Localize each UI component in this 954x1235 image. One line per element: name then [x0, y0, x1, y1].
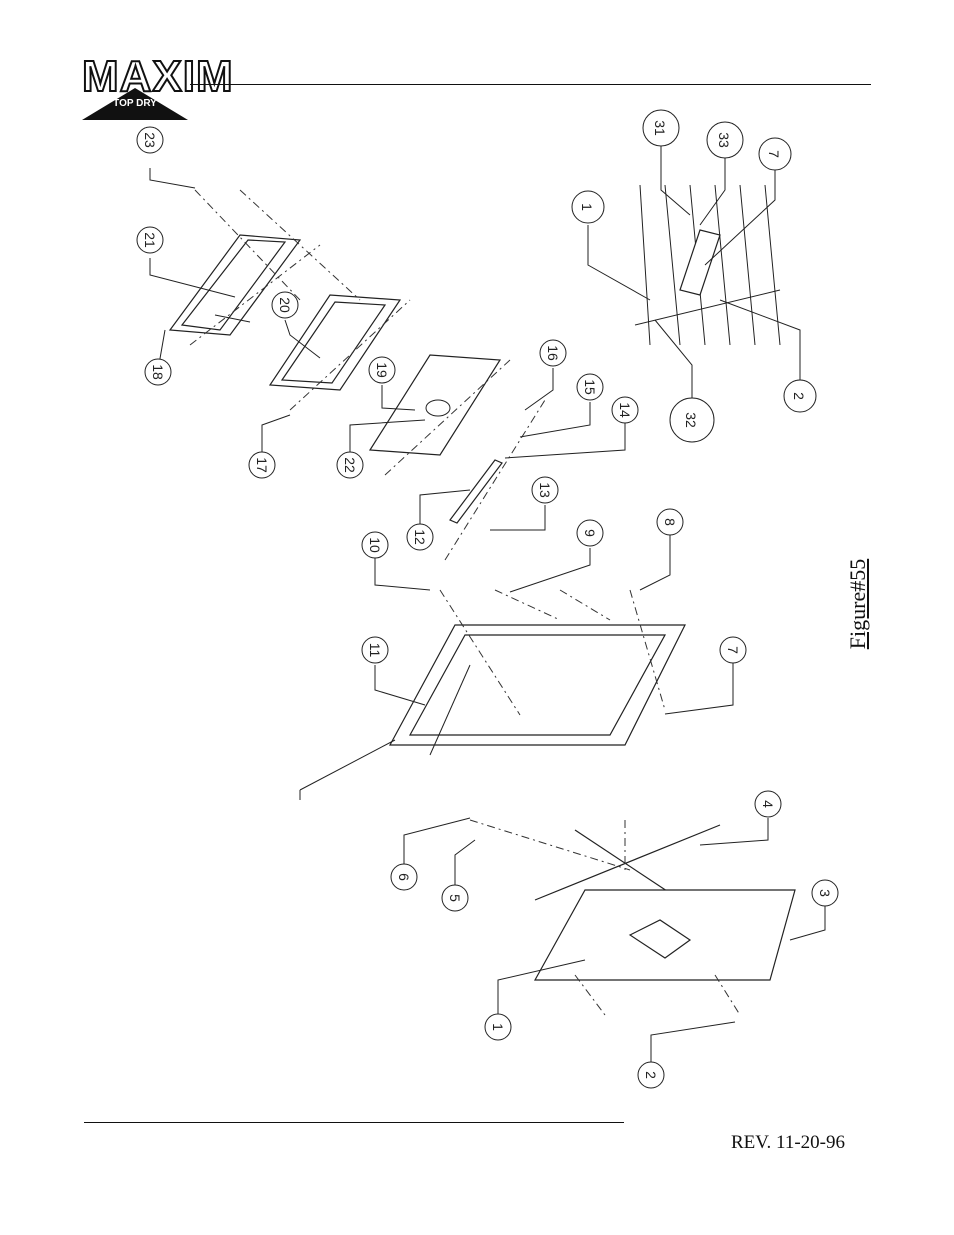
callout-6: 6 — [390, 863, 418, 891]
svg-text:17: 17 — [254, 457, 270, 473]
svg-text:20: 20 — [277, 297, 293, 313]
brackets-8-9-10 — [439, 589, 666, 716]
revision-date: REV. 11-20-96 — [731, 1132, 845, 1153]
svg-text:21: 21 — [142, 232, 158, 248]
svg-text:11: 11 — [367, 643, 383, 658]
svg-text:2: 2 — [791, 392, 807, 400]
callout-16: 16 — [539, 339, 567, 367]
callout-14: 14 — [611, 396, 639, 424]
svg-text:22: 22 — [342, 457, 358, 473]
callout-31: 31 — [642, 109, 680, 147]
svg-text:12: 12 — [412, 529, 428, 545]
svg-text:2: 2 — [643, 1071, 659, 1079]
callout-9: 9 — [576, 519, 604, 547]
svg-text:15: 15 — [582, 379, 598, 395]
logo-subtitle: TOP DRY — [113, 98, 157, 109]
fastener-rows — [189, 189, 511, 476]
callout-8: 8 — [656, 508, 684, 536]
footer-rule — [84, 1122, 624, 1123]
callout-15: 15 — [576, 373, 604, 401]
svg-text:14: 14 — [617, 402, 633, 418]
callout-21: 21 — [136, 226, 164, 254]
svg-text:19: 19 — [374, 362, 390, 378]
svg-text:10: 10 — [367, 537, 383, 553]
header-rule — [190, 84, 871, 85]
callout-1: 1 — [484, 1013, 512, 1041]
svg-text:7: 7 — [766, 150, 782, 158]
detail-view — [634, 184, 781, 346]
callout-22: 22 — [336, 451, 364, 479]
logo-roof-shape — [82, 88, 188, 120]
figure-label: Figure#55 — [845, 558, 870, 650]
callout-7-detail: 7 — [758, 137, 792, 171]
callout-5: 5 — [441, 884, 469, 912]
svg-text:23: 23 — [142, 132, 158, 148]
cross-4 — [469, 819, 721, 901]
svg-text:1: 1 — [490, 1023, 506, 1031]
callout-3: 3 — [811, 879, 839, 907]
panel-1 — [533, 889, 796, 1016]
svg-text:6: 6 — [396, 873, 412, 881]
callout-7: 7 — [719, 636, 747, 664]
svg-text:18: 18 — [150, 364, 166, 380]
callout-18: 18 — [144, 358, 172, 386]
svg-text:16: 16 — [545, 345, 561, 361]
svg-text:5: 5 — [447, 894, 463, 902]
frame-11 — [299, 624, 686, 800]
callout-33: 33 — [706, 121, 744, 159]
callout-4: 4 — [754, 790, 782, 818]
svg-text:8: 8 — [662, 518, 678, 526]
callout-17: 17 — [248, 451, 276, 479]
callout-2-detail: 2 — [783, 379, 817, 413]
callout-2: 2 — [637, 1061, 665, 1089]
bar-12 — [444, 399, 546, 561]
callout-19: 19 — [368, 356, 396, 384]
tray-18-21 — [168, 234, 302, 336]
callout-10: 10 — [361, 531, 389, 559]
svg-text:33: 33 — [716, 132, 732, 148]
svg-text:7: 7 — [725, 646, 741, 654]
callout-23: 23 — [136, 126, 164, 154]
callout-11: 11 — [361, 636, 389, 664]
tray-19 — [368, 354, 502, 456]
tray-20 — [268, 294, 402, 391]
svg-text:13: 13 — [537, 482, 553, 498]
callout-12: 12 — [406, 523, 434, 551]
svg-text:31: 31 — [652, 120, 668, 136]
svg-text:1: 1 — [579, 203, 595, 211]
callout-32: 32 — [669, 397, 715, 443]
callout-1-detail: 1 — [571, 190, 605, 224]
svg-text:4: 4 — [760, 800, 776, 808]
callout-13: 13 — [531, 476, 559, 504]
svg-text:3: 3 — [817, 889, 833, 897]
svg-text:32: 32 — [683, 412, 699, 428]
callout-20: 20 — [271, 291, 299, 319]
svg-text:9: 9 — [582, 529, 598, 537]
